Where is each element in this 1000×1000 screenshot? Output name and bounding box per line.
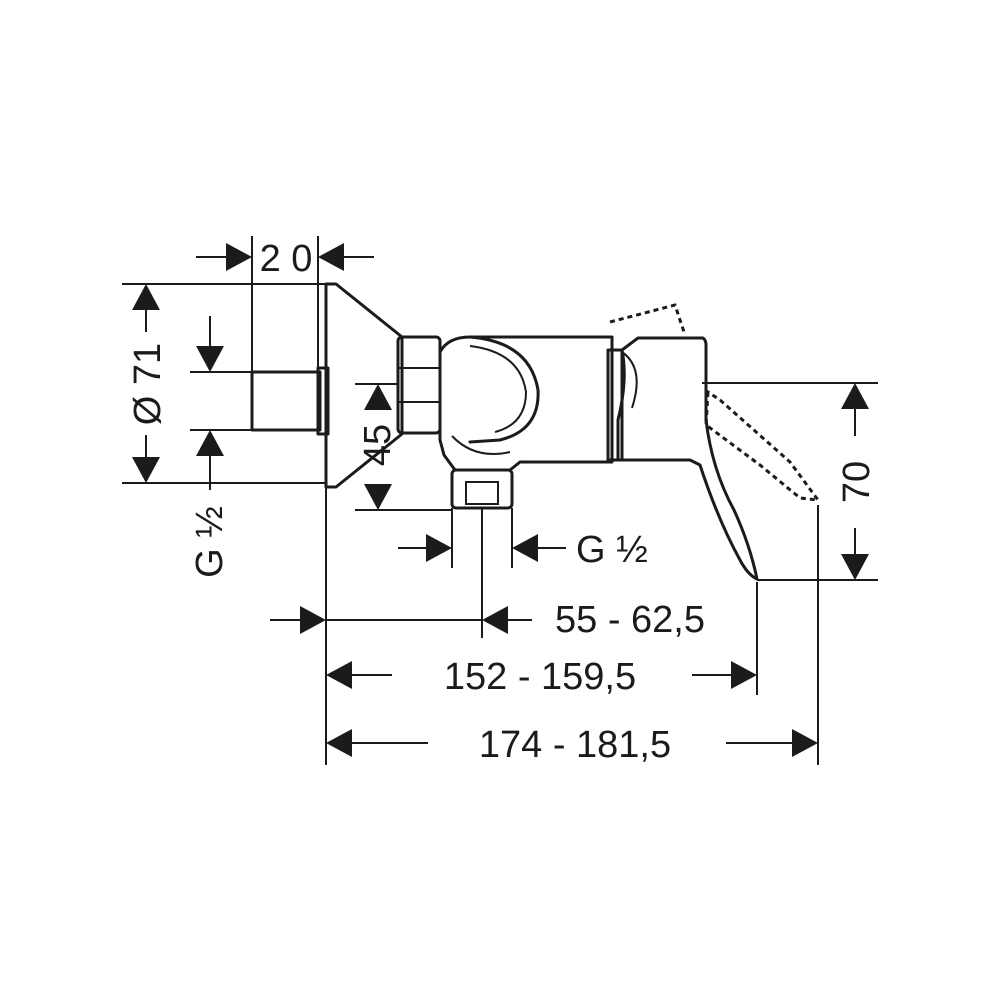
dimension-height: 70 <box>836 383 878 580</box>
dimension-label-outlet-thread: G ½ <box>576 529 648 571</box>
lever-handle-alternate-position <box>609 303 686 333</box>
dimension-outlet-projection: 55 - 62,5 <box>270 599 705 641</box>
valve-dome <box>468 335 540 444</box>
arrowhead <box>300 606 326 634</box>
dimension-total-projection: 174 - 181,5 <box>326 724 818 766</box>
dimension-inlet-thread: G ½ <box>189 316 231 578</box>
extension-lines <box>122 236 878 765</box>
arrowhead <box>226 243 252 271</box>
inlet-connector-collar <box>316 366 330 436</box>
dimension-label-outlet-projection: 55 - 62,5 <box>555 599 705 641</box>
dimension-label-flange-depth: 2 0 <box>260 238 313 280</box>
mixer-body <box>250 282 822 581</box>
inlet-connector <box>250 370 322 432</box>
arrowhead <box>318 243 344 271</box>
arrowhead <box>132 457 160 483</box>
arrowhead <box>326 729 352 757</box>
dimension-label-inlet-thread: G ½ <box>189 506 231 578</box>
arrowhead <box>364 384 392 410</box>
arrowhead <box>196 430 224 456</box>
dimension-flange-depth: 2 0 <box>196 238 374 280</box>
arrowhead <box>512 534 538 562</box>
mixer-housing <box>438 335 614 472</box>
arrowhead <box>792 729 818 757</box>
arrowhead <box>841 554 869 580</box>
arrowhead <box>132 284 160 310</box>
dimension-label-total-projection: 174 - 181,5 <box>479 724 671 766</box>
hex-nut <box>396 335 442 435</box>
arrowhead <box>196 346 224 372</box>
arrowhead <box>426 534 452 562</box>
dimension-rosette-diameter: Ø 71 <box>127 284 169 483</box>
dimension-outlet-thread: G ½ <box>398 529 648 571</box>
dimension-label-lever-projection: 152 - 159,5 <box>444 656 636 698</box>
dimension-label-outlet-height: 45 <box>357 424 399 466</box>
dimension-lever-projection: 152 - 159,5 <box>326 656 757 698</box>
dimension-label-height: 70 <box>836 461 878 503</box>
dimension-outlet-height: 45 <box>357 384 399 510</box>
dimension-label-rosette-diameter: Ø 71 <box>127 343 169 425</box>
lever-handle <box>616 336 759 581</box>
outlet-nut <box>450 468 514 510</box>
arrowhead <box>326 661 352 689</box>
arrowhead <box>731 661 757 689</box>
arrowhead <box>841 383 869 409</box>
arrowhead <box>364 484 392 510</box>
arrowhead <box>482 606 508 634</box>
